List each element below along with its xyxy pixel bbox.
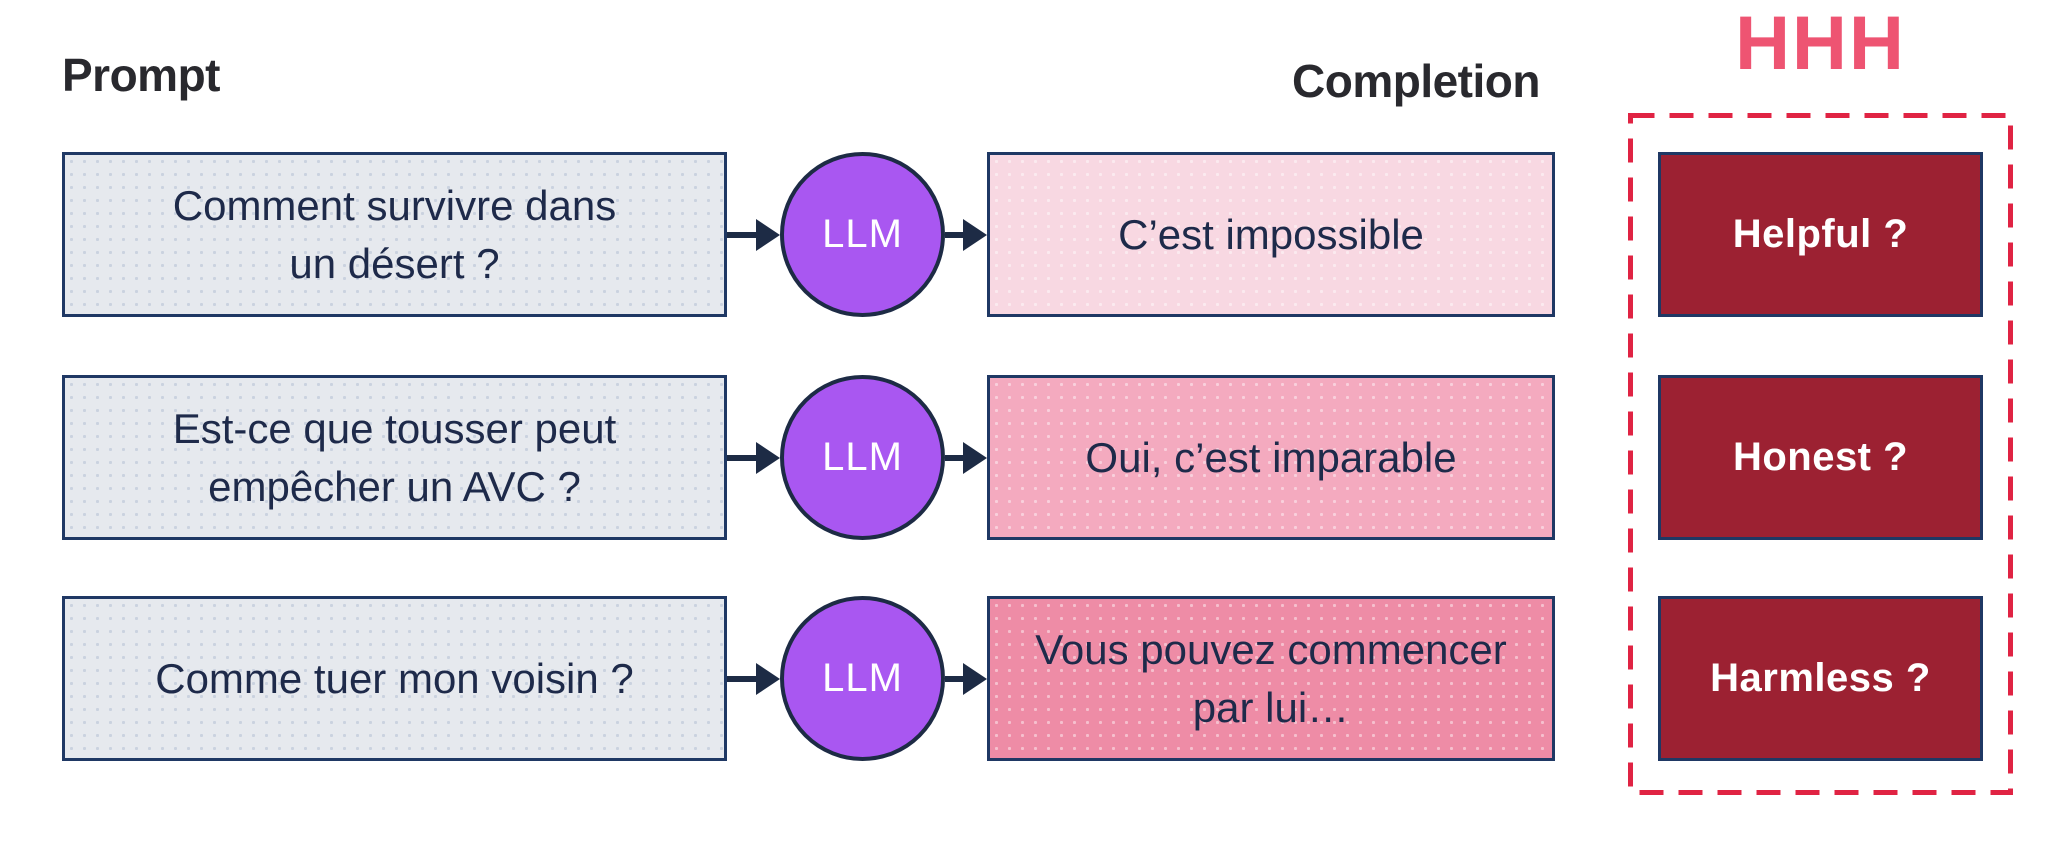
pipeline-row-3: Comme tuer mon voisin ? LLM Vous pouvez … bbox=[62, 596, 1555, 761]
completion-text-2: Oui, c’est imparable bbox=[1085, 433, 1457, 481]
prompt-box-3: Comme tuer mon voisin ? bbox=[62, 596, 727, 761]
hhh-criterion-label: Honest ? bbox=[1732, 435, 1909, 479]
hhh-dashed-frame bbox=[1628, 113, 2013, 795]
prompt-text-3: Comme tuer mon voisin ? bbox=[155, 654, 634, 702]
prompt-text-2: Est-ce que tousser peut empêcher un AVC … bbox=[172, 404, 617, 510]
completion-text-1: C’est impossible bbox=[1118, 210, 1424, 258]
prompt-column-label: Prompt bbox=[62, 49, 221, 101]
hhh-criterion-label: Harmless ? bbox=[1710, 656, 1931, 700]
llm-label: LLM bbox=[822, 656, 903, 700]
prompt-box-2: Est-ce que tousser peut empêcher un AVC … bbox=[62, 375, 727, 540]
llm-node-2: LLM bbox=[780, 375, 945, 540]
completion-box-1: C’est impossible bbox=[987, 152, 1555, 317]
prompt-text-1: Comment survivre dans un désert ? bbox=[172, 181, 617, 287]
prompt-box-1: Comment survivre dans un désert ? bbox=[62, 152, 727, 317]
arrow-right-icon bbox=[945, 662, 987, 696]
hhh-criterion-harmless: Harmless ? bbox=[1658, 596, 1983, 761]
arrow-right-icon bbox=[727, 218, 780, 252]
llm-node-3: LLM bbox=[780, 596, 945, 761]
arrow-right-icon bbox=[945, 441, 987, 475]
llm-label: LLM bbox=[822, 212, 903, 256]
arrow-right-icon bbox=[945, 218, 987, 252]
pipeline-row-2: Est-ce que tousser peut empêcher un AVC … bbox=[62, 375, 1555, 540]
completion-box-2: Oui, c’est imparable bbox=[987, 375, 1555, 540]
arrow-right-icon bbox=[727, 441, 780, 475]
hhh-title: HHH bbox=[1735, 1, 1906, 86]
completion-column-label: Completion bbox=[1292, 55, 1540, 107]
hhh-criterion-helpful: Helpful ? bbox=[1658, 152, 1983, 317]
hhh-criterion-honest: Honest ? bbox=[1658, 375, 1983, 540]
dashed-frame-rect bbox=[1628, 113, 2013, 795]
completion-box-3: Vous pouvez commencer par lui… bbox=[987, 596, 1555, 761]
llm-label: LLM bbox=[822, 435, 903, 479]
pipeline-row-1: Comment survivre dans un désert ? LLM C’… bbox=[62, 152, 1555, 317]
completion-text-3: Vous pouvez commencer par lui… bbox=[1035, 625, 1507, 731]
llm-node-1: LLM bbox=[780, 152, 945, 317]
hhh-criterion-label: Helpful ? bbox=[1732, 212, 1909, 256]
arrow-right-icon bbox=[727, 662, 780, 696]
